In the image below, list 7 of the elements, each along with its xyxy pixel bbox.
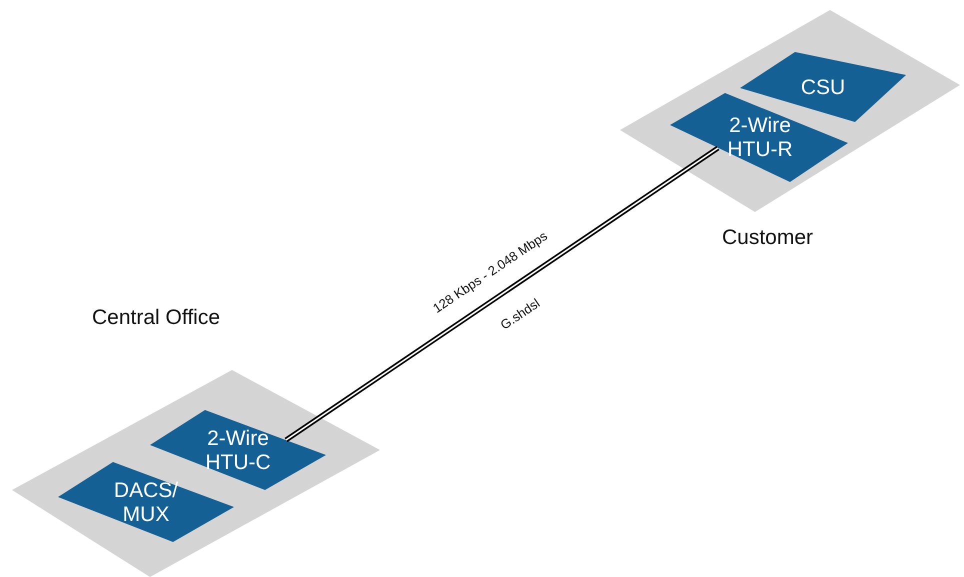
site-heading: Customer xyxy=(722,226,814,250)
device-label: 2-Wire HTU-C xyxy=(205,427,271,475)
device-label: 2-Wire HTU-R xyxy=(727,114,793,162)
cable-line xyxy=(284,146,720,442)
device-label: CSU xyxy=(800,76,846,100)
site-heading: Central Office xyxy=(92,306,220,330)
device-label: DACS/ MUX xyxy=(114,479,178,527)
